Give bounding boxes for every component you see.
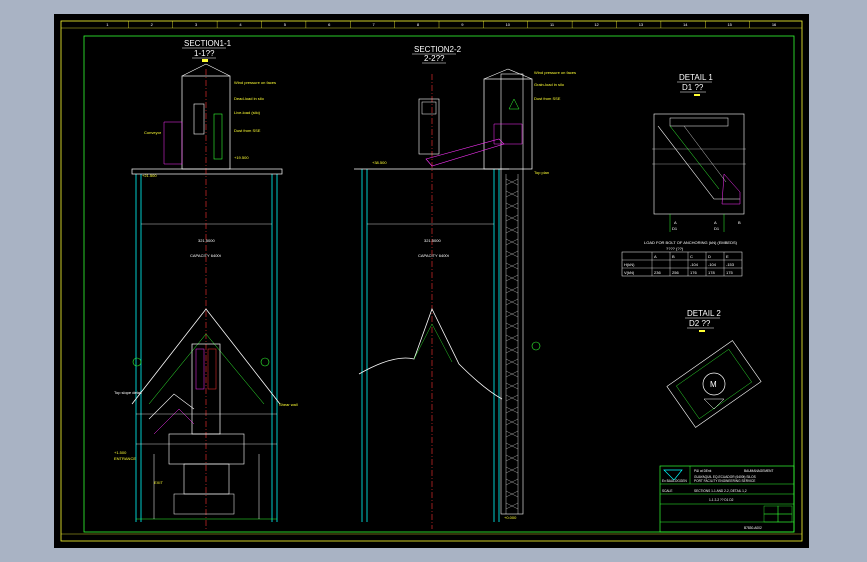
load-table-cell: 256: [672, 270, 679, 275]
svg-text:+19.500: +19.500: [234, 155, 249, 160]
svg-text:SCALE: SCALE: [662, 489, 672, 493]
svg-text:P&I at DEnk: P&I at DEnk: [694, 469, 712, 473]
svg-text:1-1 2-2 ?? D1 D2: 1-1 2-2 ?? D1 D2: [709, 498, 734, 502]
load-table-cell: H(kN): [624, 262, 635, 267]
ruler-top-label: 1: [106, 22, 109, 27]
section-1-1: SECTION1-1 1-1??: [114, 39, 298, 529]
ruler-top-label: 11: [550, 22, 555, 27]
sheet-outer-border: [60, 20, 803, 542]
title-block: Ex BAULOGGEN P&I at DEnk BAUMANAGEMENT G…: [659, 465, 795, 533]
ruler-top-label: 12: [594, 22, 599, 27]
detail-2: DETAIL 2 D2 ?? M: [666, 309, 762, 428]
ruler-top-label: 9: [461, 22, 464, 27]
ruler-top-label: 13: [639, 22, 644, 27]
section-2-level: 321.5000: [424, 238, 441, 243]
section-2-title: SECTION2-2: [414, 45, 462, 54]
svg-text:Wind pressure on faces: Wind pressure on faces: [534, 70, 576, 75]
detail-2-subtitle: D2 ??: [689, 319, 711, 328]
ruler-top-label: 5: [284, 22, 287, 27]
svg-text:A: A: [674, 220, 677, 225]
detail-1-subtitle: D1 ??: [682, 83, 704, 92]
load-table-title: LOAD FOR BOLT OF ANCHORING (kN) (EMBEDS): [644, 240, 738, 245]
svg-text:ENTRANCE: ENTRANCE: [114, 456, 136, 461]
load-table-cell: -153: [726, 262, 735, 267]
load-table: LOAD FOR BOLT OF ANCHORING (kN) (EMBEDS)…: [621, 240, 743, 277]
svg-text:Dead-load in silo: Dead-load in silo: [234, 96, 265, 101]
sheet-inner-border: [83, 35, 795, 533]
section-2-capacity: CAPACITY 6400t: [418, 253, 450, 258]
company-name: Ex BAULOGGEN: [662, 479, 687, 483]
svg-text:Top plan: Top plan: [534, 170, 549, 175]
load-table-cell: 236: [654, 270, 661, 275]
detail-2-title: DETAIL 2: [687, 309, 721, 318]
load-table-cell: -104: [690, 262, 699, 267]
svg-text:Wind pressure on faces: Wind pressure on faces: [234, 80, 276, 85]
svg-text:B: B: [738, 220, 741, 225]
svg-text:BAUMANAGEMENT: BAUMANAGEMENT: [744, 469, 773, 473]
svg-text:Top slope detail: Top slope detail: [114, 390, 142, 395]
ruler-top-label: 6: [328, 22, 331, 27]
svg-text:A: A: [714, 220, 717, 225]
load-table-cell: B: [672, 254, 675, 259]
svg-text:+38.500: +38.500: [372, 160, 387, 165]
ruler-top-label: 4: [239, 22, 242, 27]
load-table-cell: A: [654, 254, 657, 259]
section-1-subtitle: 1-1??: [194, 49, 215, 58]
svg-text:EXIT: EXIT: [154, 480, 163, 485]
load-table-cell: 176: [690, 270, 697, 275]
ruler-top-label: 16: [772, 22, 777, 27]
svg-text:PORT FACILITY ENGINEERING SERV: PORT FACILITY ENGINEERING SERVICE: [694, 479, 755, 483]
ruler-top-label: 7: [372, 22, 375, 27]
company-logo-icon: [663, 469, 683, 481]
svg-text:D1: D1: [714, 226, 720, 231]
load-table-cell: E: [726, 254, 729, 259]
load-table-subtitle: ???? (??): [666, 246, 684, 251]
svg-text:+0.000: +0.000: [504, 515, 517, 520]
section-2-subtitle: 2-2??: [424, 54, 445, 63]
load-table-cell: 175: [726, 270, 733, 275]
load-table-cell: 178: [708, 270, 715, 275]
ruler-top-label: 2: [151, 22, 154, 27]
detail-1: DETAIL 1 D1 ?? A A D1 D1 B: [652, 73, 746, 232]
load-table-cell: C: [690, 254, 693, 259]
svg-text:+1.500: +1.500: [114, 450, 127, 455]
ruler-top-label: 14: [683, 22, 688, 27]
svg-text:Conveyor: Conveyor: [144, 130, 162, 135]
detail-2-motor-mark: M: [710, 380, 717, 389]
load-table-cell: D: [708, 254, 711, 259]
section-1-level: 321.5000: [198, 238, 215, 243]
ruler-top-label: 8: [417, 22, 420, 27]
svg-text:+21.500: +21.500: [142, 173, 157, 178]
section-2-2: SECTION2-2 2-2?? 321.5000 CAPACITY 6400t: [354, 45, 576, 529]
section-1-title: SECTION1-1: [184, 39, 232, 48]
load-table-cell: V(kN): [624, 270, 635, 275]
section-1-capacity: CAPACITY 6400t: [190, 253, 222, 258]
svg-text:Dust from SSE: Dust from SSE: [234, 128, 261, 133]
detail-1-title: DETAIL 1: [679, 73, 713, 82]
drawing-number: B7830-A002: [744, 526, 762, 530]
project-name: GUAYAQUIL EQ-ECUADOR (6400t) SILOS: [694, 475, 756, 479]
ruler-top-label: 3: [195, 22, 198, 27]
svg-text:Live-load (silo): Live-load (silo): [234, 110, 261, 115]
svg-text:Grain-load in silo: Grain-load in silo: [534, 82, 565, 87]
ruler-top-label: 15: [727, 22, 732, 27]
title-block-grid: [763, 505, 793, 523]
svg-text:Dust from SSE: Dust from SSE: [534, 96, 561, 101]
load-table-cell: -104: [708, 262, 717, 267]
svg-text:D1: D1: [672, 226, 678, 231]
svg-text:Shear wall: Shear wall: [279, 402, 298, 407]
ruler-top-label: 10: [506, 22, 511, 27]
drawing-title: SECTIONS 1-1 AND 2-2, DETAIL 1,2: [694, 489, 747, 493]
